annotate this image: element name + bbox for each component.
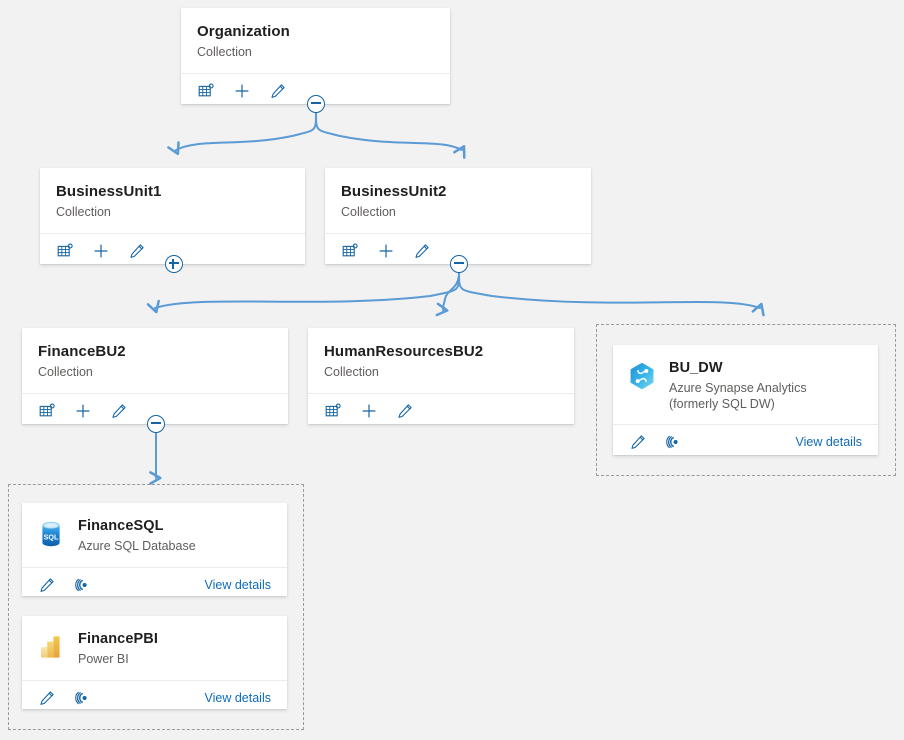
node-subtitle: Collection xyxy=(324,365,379,379)
node-subtitle: Collection xyxy=(38,365,93,379)
grid-assets-icon[interactable] xyxy=(56,242,74,260)
node-card-organization[interactable]: Organization Collection xyxy=(181,8,450,104)
node-actions xyxy=(22,393,288,428)
view-details-link[interactable]: View details xyxy=(795,435,862,449)
pencil-icon[interactable] xyxy=(38,576,56,594)
pencil-icon[interactable] xyxy=(128,242,146,260)
expander-toggle-businessunit2[interactable] xyxy=(450,255,468,273)
node-actions xyxy=(40,233,305,268)
node-card-businessunit2[interactable]: BusinessUnit2 Collection xyxy=(325,168,591,264)
pencil-icon[interactable] xyxy=(110,402,128,420)
pencil-icon[interactable] xyxy=(269,82,287,100)
node-subtitle: Collection xyxy=(341,205,396,219)
view-details-link[interactable]: View details xyxy=(204,577,271,592)
pencil-icon[interactable] xyxy=(413,242,431,260)
pencil-icon[interactable] xyxy=(396,402,414,420)
power-bi-icon xyxy=(36,632,66,662)
node-title: FinanceSQL xyxy=(78,518,164,534)
edge-businessunit2-to-bu_dw xyxy=(458,272,765,317)
svg-text:SQL: SQL xyxy=(44,532,59,541)
node-title: BusinessUnit2 xyxy=(341,183,447,200)
lineage-icon[interactable] xyxy=(665,433,683,451)
node-title: BU_DW xyxy=(669,360,723,376)
node-card-financesql[interactable]: SQL FinanceSQL Azure SQL Database View d… xyxy=(22,503,287,596)
node-actions xyxy=(325,233,591,268)
node-actions: View details xyxy=(22,679,287,715)
node-actions xyxy=(181,73,450,108)
lineage-icon[interactable] xyxy=(74,689,92,707)
node-subtitle: Power BI xyxy=(78,652,129,666)
edge-organization-to-businessunit1 xyxy=(167,112,317,156)
expander-toggle-organization[interactable] xyxy=(307,95,325,113)
node-title: FinancePBI xyxy=(78,631,158,647)
plus-icon[interactable] xyxy=(92,242,110,260)
pencil-icon[interactable] xyxy=(629,433,647,451)
node-title: Organization xyxy=(197,23,290,40)
node-actions: View details xyxy=(22,566,287,602)
grid-assets-icon[interactable] xyxy=(341,242,359,260)
node-title: HumanResourcesBU2 xyxy=(324,343,484,360)
node-subtitle: Azure SQL Database xyxy=(78,539,196,553)
node-card-businessunit1[interactable]: BusinessUnit1 Collection xyxy=(40,168,305,264)
expander-toggle-businessunit1[interactable] xyxy=(165,255,183,273)
azure-sql-database-icon: SQL xyxy=(36,519,66,549)
lineage-icon[interactable] xyxy=(74,576,92,594)
node-title: FinanceBU2 xyxy=(38,343,126,360)
grid-assets-icon[interactable] xyxy=(324,402,342,420)
plus-icon[interactable] xyxy=(233,82,251,100)
edge-organization-to-businessunit2 xyxy=(315,112,466,159)
grid-assets-icon[interactable] xyxy=(197,82,215,100)
edge-businessunit2-to-financebu2 xyxy=(146,272,460,314)
node-actions: View details xyxy=(613,424,878,459)
node-card-financebu2[interactable]: FinanceBU2 Collection xyxy=(22,328,288,424)
node-card-humanresourcesbu2[interactable]: HumanResourcesBU2 Collection xyxy=(308,328,574,424)
plus-icon[interactable] xyxy=(74,402,92,420)
expander-toggle-financebu2[interactable] xyxy=(147,415,165,433)
edge-businessunit2-to-humanresourcesbu2 xyxy=(435,272,460,317)
node-subtitle: Collection xyxy=(197,45,252,59)
node-card-financepbi[interactable]: FinancePBI Power BI View details xyxy=(22,616,287,709)
pencil-icon[interactable] xyxy=(38,689,56,707)
node-subtitle: Collection xyxy=(56,205,111,219)
node-title: BusinessUnit1 xyxy=(56,183,162,200)
node-actions xyxy=(308,393,574,428)
node-card-bu_dw[interactable]: BU_DW Azure Synapse Analytics(formerly S… xyxy=(613,345,878,455)
view-details-link[interactable]: View details xyxy=(204,690,271,705)
grid-assets-icon[interactable] xyxy=(38,402,56,420)
plus-icon[interactable] xyxy=(360,402,378,420)
node-subtitle: Azure Synapse Analytics(formerly SQL DW) xyxy=(669,381,807,411)
asset-group-container xyxy=(8,484,304,730)
plus-icon[interactable] xyxy=(377,242,395,260)
asset-group-container xyxy=(596,324,896,476)
azure-synapse-analytics-icon xyxy=(627,361,657,391)
